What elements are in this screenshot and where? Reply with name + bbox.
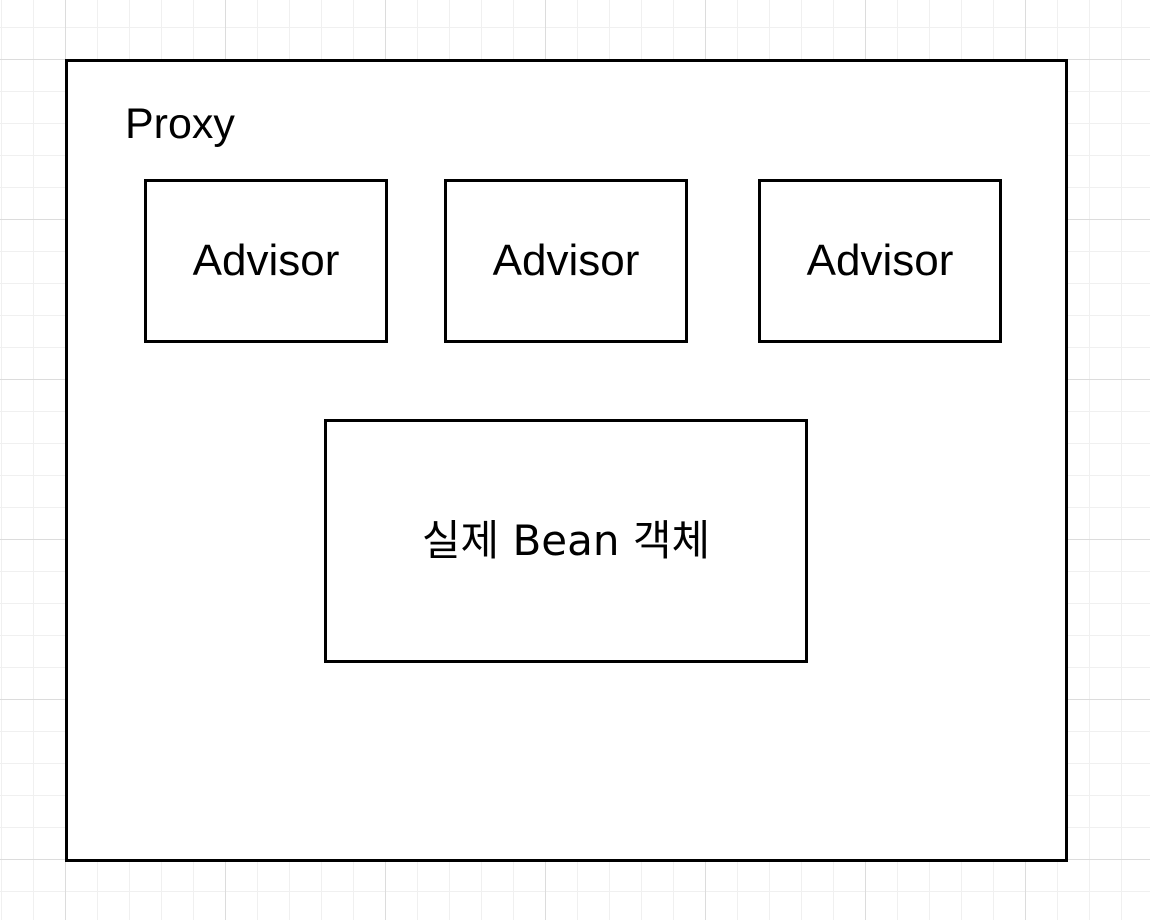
- advisor-label-3: Advisor: [806, 236, 954, 285]
- advisor-box-2[interactable]: Advisor: [444, 179, 688, 343]
- advisor-box-3[interactable]: Advisor: [758, 179, 1002, 343]
- proxy-label: Proxy: [125, 100, 235, 148]
- bean-object-label: 실제 Bean 객체: [421, 516, 711, 565]
- advisor-label-1: Advisor: [192, 236, 340, 285]
- bean-object-box[interactable]: 실제 Bean 객체: [324, 419, 808, 663]
- advisor-box-1[interactable]: Advisor: [144, 179, 388, 343]
- advisor-label-2: Advisor: [492, 236, 640, 285]
